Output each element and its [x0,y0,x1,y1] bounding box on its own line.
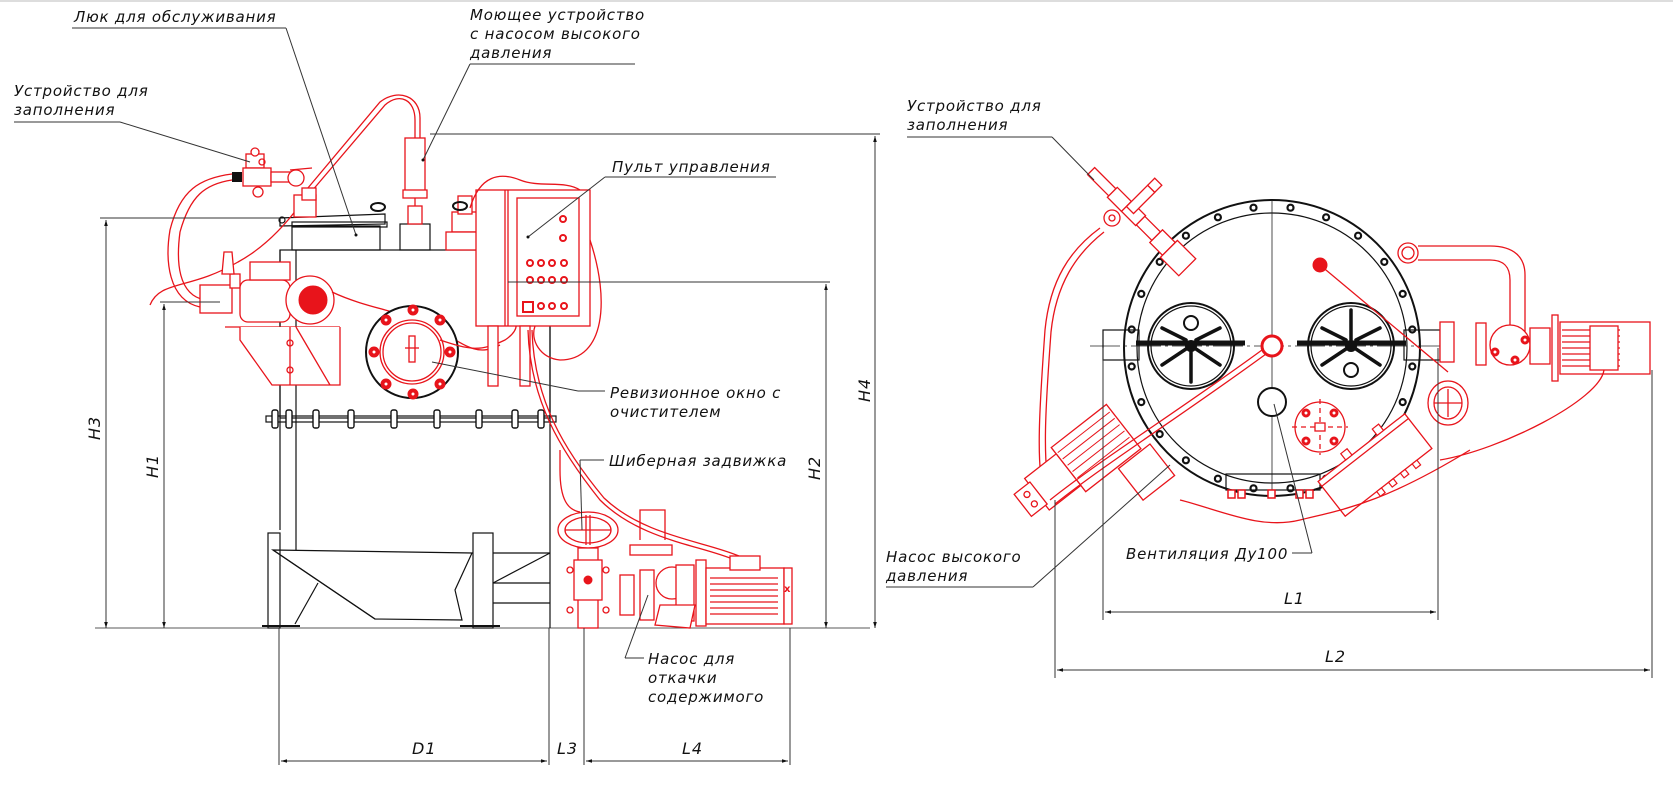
hatch-right [1297,302,1406,390]
flange-bolt-hole [1353,231,1363,240]
drain-pump-top [1397,242,1651,461]
dim-d1: D1 [412,739,437,758]
dim-h4: H4 [855,378,874,402]
flange-bolt-hole [1408,362,1417,371]
label-washer-2: с насосом высокого [470,25,641,43]
flange-bolt-hole [1321,213,1331,222]
label-fill-device-side-2: заполнения [14,101,115,119]
label-drain-pump-3: содержимого [648,688,764,706]
callout-hp-pump-top: Насос высокого давления [885,464,1171,588]
flange-bolt-hole [1181,456,1191,465]
flange-bolt-hole [1127,362,1136,371]
washer-device [149,94,431,306]
label-service-hatch: Люк для обслуживания [73,8,277,26]
label-inspection-window-2: очистителем [610,403,721,421]
callout-drain-pump: Насос для откачки содержимого [624,594,764,706]
callout-washer: Моющее устройство с насосом высокого дав… [421,6,645,162]
inspection-window [365,304,517,400]
callout-control-panel: Пульт управления [526,158,776,239]
label-fill-device-top-1: Устройство для [907,97,1042,115]
side-view: x H3 H1 H2 H4 D1 L3 L4 [14,6,880,765]
bottom-bolts [1227,489,1314,499]
flange-bolt-hole [1155,430,1164,439]
drain-pump: x [619,509,793,629]
washer-nozzle-top [1260,334,1284,358]
fill-device-top [1038,166,1197,499]
callout-service-hatch: Люк для обслуживания [72,8,358,237]
top-view: L1 L2 Устройство для заполнения Насос вы… [860,97,1653,678]
label-fill-device-side-1: Устройство для [14,82,149,100]
dim-l3: L3 [557,739,578,758]
hatch-left [1136,302,1245,390]
callout-inspection-window: Ревизионное окно с очистителем [431,361,781,421]
flange-bolt-hole [1213,213,1223,222]
hp-pump-top [1013,403,1176,518]
label-hp-pump-top-2: давления [885,567,968,585]
label-gate-valve: Шиберная задвижка [609,452,787,470]
dim-h2: H2 [805,456,824,480]
dim-h3: H3 [85,416,104,440]
drain-flange-top [1292,399,1348,455]
callout-gate-valve: Шиберная задвижка [579,452,787,531]
flange-bolt-hole [1137,398,1146,407]
control-panel [469,175,602,387]
flange-bolt-hole [1398,398,1407,407]
gate-valve [557,450,619,629]
control-box-top [1317,412,1433,518]
flange-bolt-hole [1380,257,1389,266]
hp-pump-side [199,251,501,386]
flange-bolt-hole [1155,257,1164,266]
side-dimension-lines [100,133,880,765]
label-hp-pump-top-1: Насос высокого [886,548,1022,566]
flange-bolt-hole [1181,231,1191,240]
flange-bolt-hole [1286,203,1295,212]
label-drain-pump-2: откачки [648,669,717,687]
label-inspection-window-1: Ревизионное окно с [610,384,781,402]
svg-text:x: x [784,584,791,595]
dim-l4: L4 [682,739,703,758]
flange-bolt-hole [1137,289,1146,298]
fill-device-side [167,147,317,308]
flange-bolt-hole [1213,474,1223,483]
label-drain-pump-1: Насос для [648,650,735,668]
flange-bolts [271,409,545,429]
dim-l1: L1 [1284,589,1305,608]
label-washer-1: Моющее устройство [470,6,645,24]
top-dimension-lines [860,133,1653,678]
flange-bolt-hole [1249,203,1258,212]
hose-to-pump [527,329,736,561]
label-fill-device-top-2: заполнения [907,116,1008,134]
flange-bolt-hole [1398,289,1407,298]
dim-l2: L2 [1325,647,1346,666]
service-hatch [278,202,388,251]
callout-fill-device-side: Устройство для заполнения [14,82,251,163]
label-ventilation: Вентиляция Ду100 [1126,545,1288,563]
callout-fill-device-top: Устройство для заполнения [907,97,1095,181]
callout-ventilation: Вентиляция Ду100 [1126,403,1313,563]
label-washer-3: давления [469,44,552,62]
dim-h1: H1 [143,454,162,478]
top-right-fittings [445,195,487,251]
label-control-panel: Пульт управления [612,158,771,176]
